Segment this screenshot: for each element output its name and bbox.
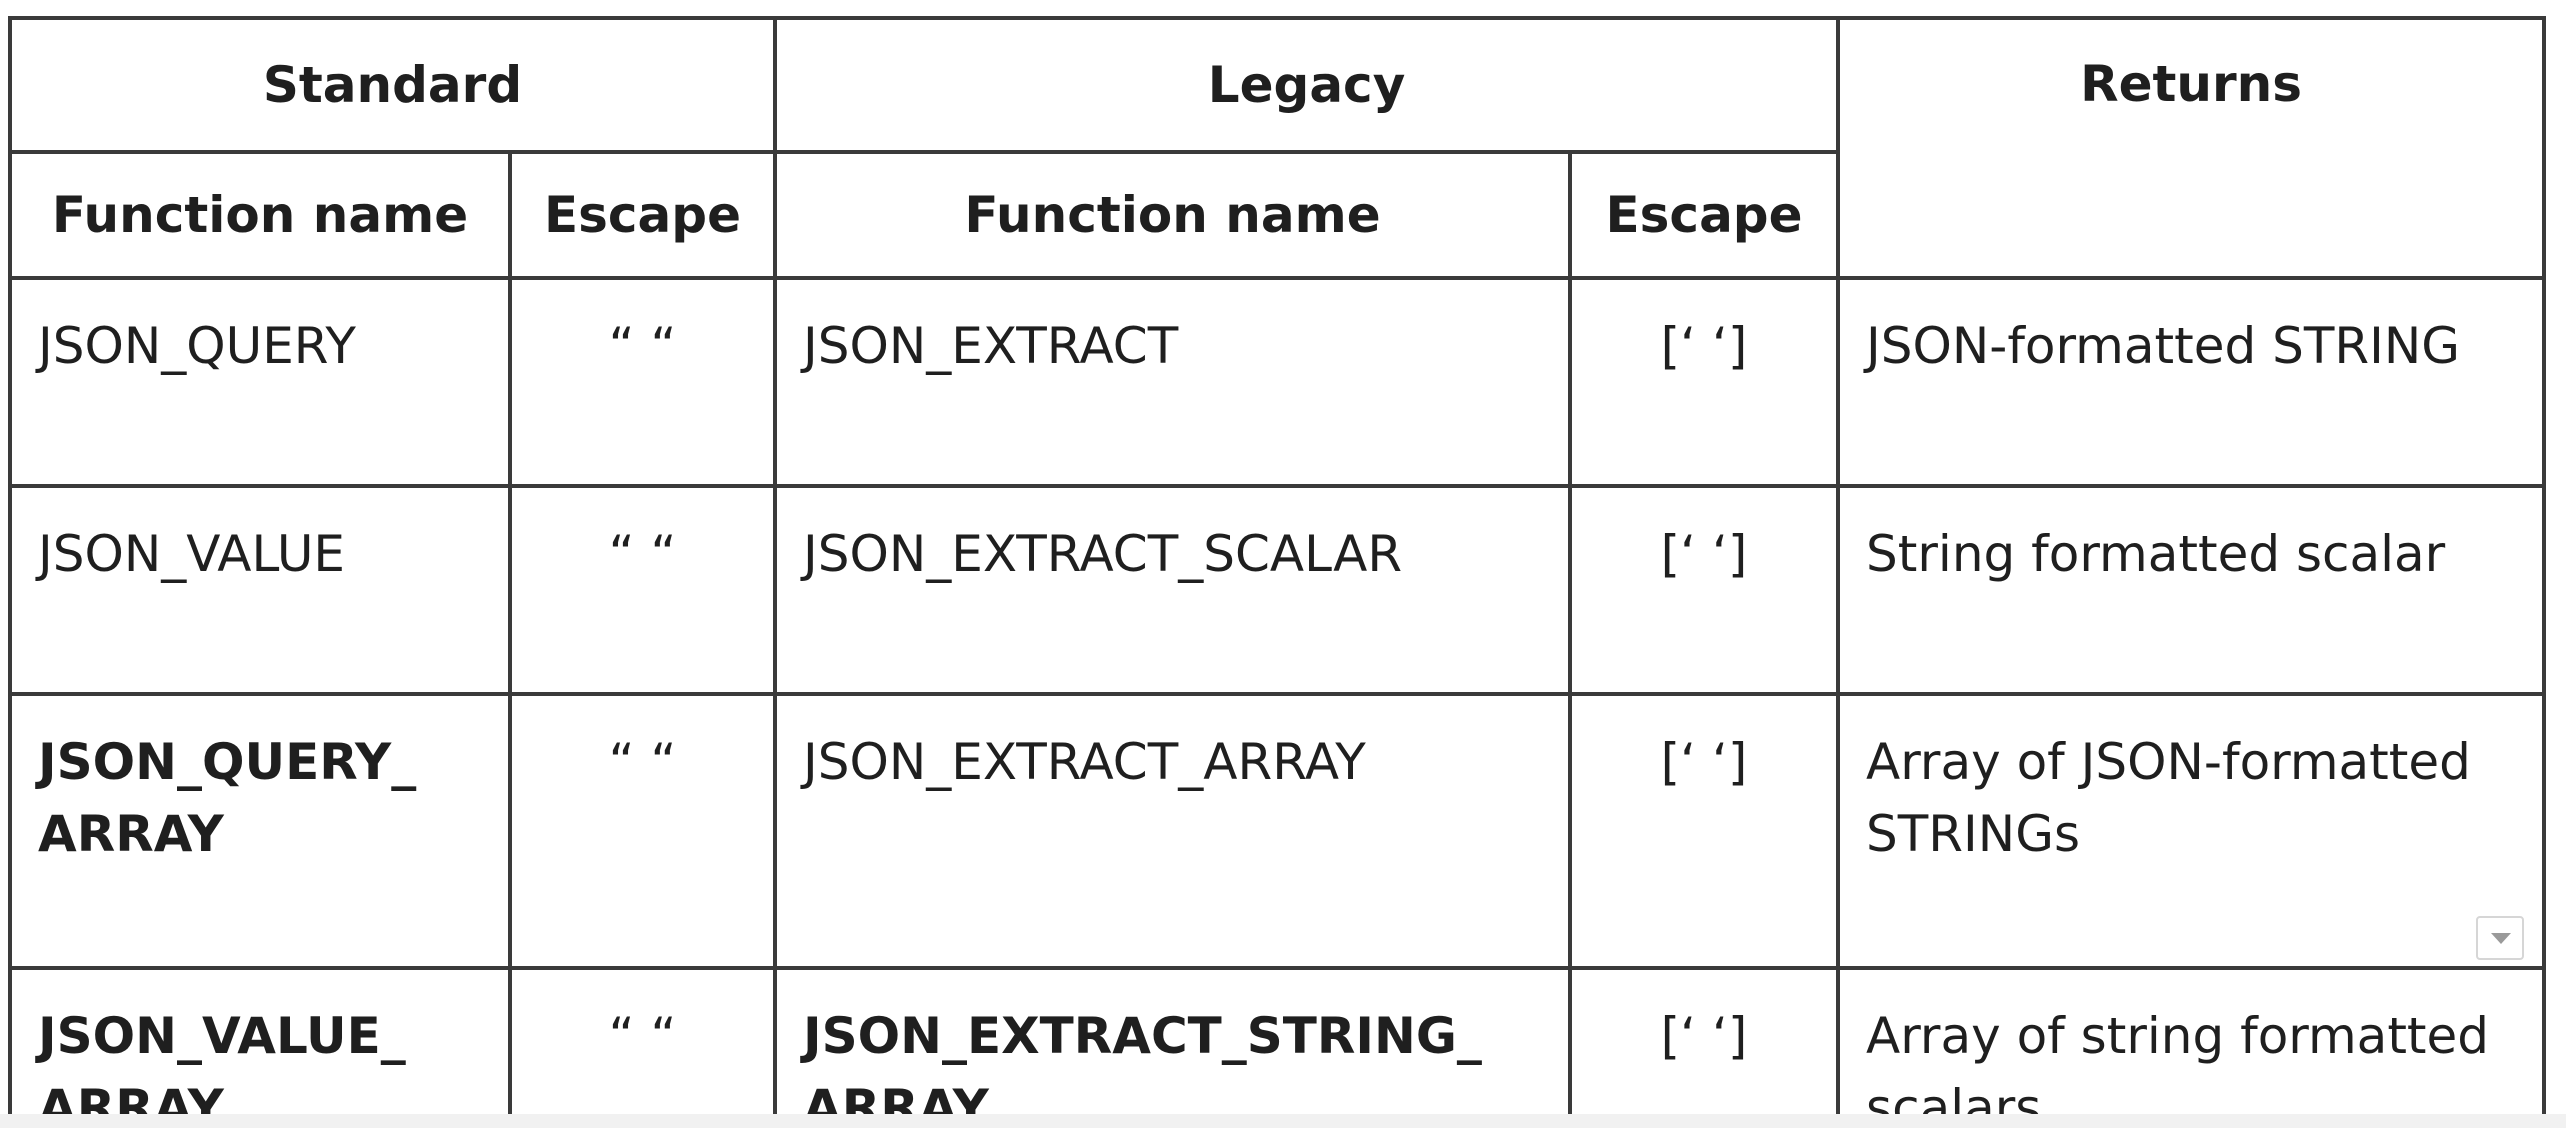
table-row: JSON_VALUE “ “ JSON_EXTRACT_SCALAR [‘ ‘]… <box>8 484 2547 696</box>
cell-dropdown-button[interactable] <box>2476 916 2524 960</box>
standard-escape-cell: “ “ <box>507 692 778 970</box>
table-row: JSON_QUERY_ ARRAY “ “ JSON_EXTRACT_ARRAY… <box>8 692 2547 970</box>
chevron-down-icon <box>2491 933 2511 944</box>
sub-header-row: Function name Escape Function name Escap… <box>8 150 2544 280</box>
header-standard-escape: Escape <box>507 150 778 280</box>
json-functions-table: Standard Legacy Returns Function name Es… <box>7 16 2547 1128</box>
legacy-escape-cell: [‘ ‘] <box>1568 484 1841 696</box>
header-standard-function-name: Function name <box>8 150 512 280</box>
header-standard: Standard <box>7 16 778 154</box>
legacy-function-cell: JSON_EXTRACT_SCALAR <box>773 484 1573 696</box>
legacy-function-cell: JSON_EXTRACT_STRING_ ARRAY <box>773 966 1573 1128</box>
returns-cell: Array of JSON-formatted STRINGs <box>1836 692 2547 970</box>
legacy-escape-cell: [‘ ‘] <box>1568 692 1841 970</box>
standard-function-cell: JSON_VALUE_ ARRAY <box>8 966 512 1128</box>
header-legacy-escape: Escape <box>1568 150 1841 280</box>
json-functions-table-container: Standard Legacy Returns Function name Es… <box>7 16 2547 1128</box>
header-group-row: Standard Legacy Returns <box>7 16 2547 280</box>
table-row: JSON_QUERY “ “ JSON_EXTRACT [‘ ‘] JSON-f… <box>8 276 2547 488</box>
legacy-function-cell: JSON_EXTRACT <box>773 276 1573 488</box>
returns-cell: JSON-formatted STRING <box>1836 276 2547 488</box>
standard-escape-cell: “ “ <box>507 276 778 488</box>
legacy-escape-cell: [‘ ‘] <box>1568 276 1841 488</box>
standard-escape-cell: “ “ <box>507 966 778 1128</box>
returns-cell: String formatted scalar <box>1836 484 2547 696</box>
legacy-function-cell: JSON_EXTRACT_ARRAY <box>773 692 1573 970</box>
table-row: JSON_VALUE_ ARRAY “ “ JSON_EXTRACT_STRIN… <box>8 966 2547 1128</box>
header-legacy: Legacy <box>773 16 1841 154</box>
returns-cell: Array of string formatted scalars <box>1836 966 2547 1128</box>
horizontal-scrollbar[interactable] <box>0 1114 2566 1128</box>
standard-function-cell: JSON_QUERY <box>8 276 512 488</box>
standard-escape-cell: “ “ <box>507 484 778 696</box>
header-returns: Returns <box>1836 16 2547 280</box>
header-legacy-function-name: Function name <box>773 150 1573 280</box>
standard-function-cell: JSON_QUERY_ ARRAY <box>8 692 512 970</box>
standard-function-cell: JSON_VALUE <box>8 484 512 696</box>
legacy-escape-cell: [‘ ‘] <box>1568 966 1841 1128</box>
